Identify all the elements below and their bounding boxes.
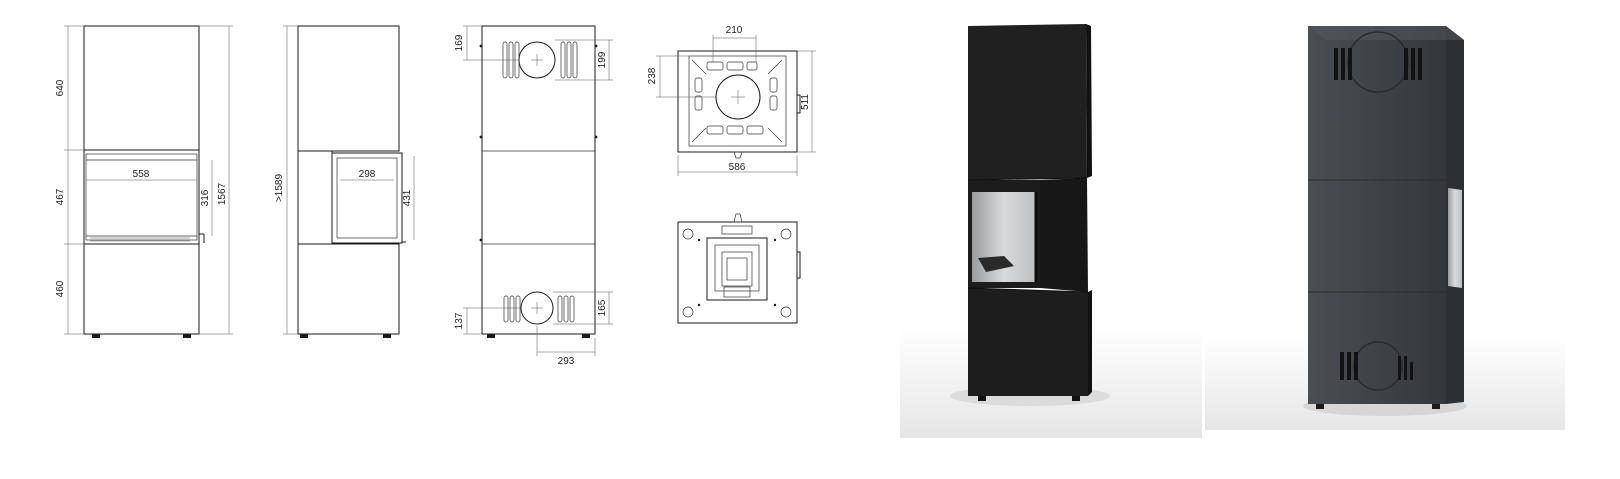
dim-640: 640: [55, 79, 66, 96]
side-view-drawing: >1589 298 431: [274, 25, 415, 338]
dim-1567: 1567: [217, 182, 228, 205]
dim-460: 460: [55, 280, 66, 297]
dim-169: 169: [454, 34, 465, 51]
dim-199: 199: [597, 51, 608, 68]
dim-293: 293: [558, 356, 575, 367]
top-view-drawing: 210 238 511 586: [647, 25, 816, 176]
dim-165: 165: [597, 299, 608, 316]
dim-1589: >1589: [274, 174, 285, 203]
dim-511: 511: [800, 94, 811, 110]
dim-210: 210: [726, 25, 743, 36]
bottom-view-drawing: [677, 213, 801, 324]
dim-238: 238: [647, 67, 658, 84]
dim-467: 467: [55, 188, 66, 205]
front-view-drawing: 640 467 460 558 316 1567: [55, 25, 233, 338]
dim-431: 431: [402, 189, 413, 206]
back-view-drawing: 169 199 137 165 293: [454, 25, 613, 367]
dim-586: 586: [729, 162, 746, 173]
dim-316: 316: [200, 189, 211, 206]
dim-137: 137: [454, 312, 465, 329]
dim-298: 298: [359, 169, 376, 180]
dim-558: 558: [133, 169, 150, 180]
render-front-product-photo: [900, 24, 1202, 438]
render-back-product-photo: [1205, 26, 1565, 430]
